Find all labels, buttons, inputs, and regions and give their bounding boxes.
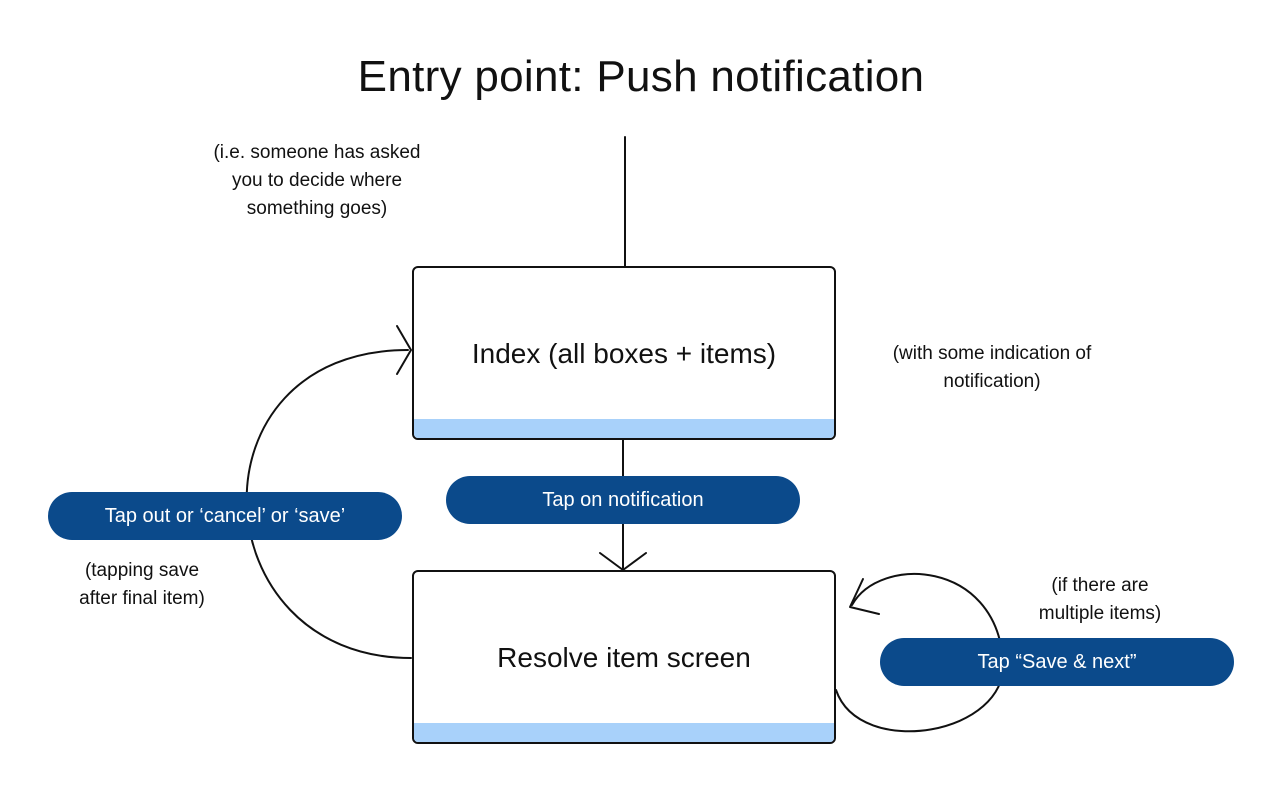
- entry-note-line: (i.e. someone has asked: [213, 142, 421, 163]
- entry-note: (i.e. someone has asked you to decide wh…: [177, 139, 457, 223]
- multiple-items-note-line: (if there are: [1051, 575, 1149, 596]
- index-box: Index (all boxes + items): [412, 266, 836, 440]
- loop-back-arrowhead: [396, 325, 412, 375]
- tapping-save-note-line: after final item): [79, 588, 205, 609]
- resolve-box: Resolve item screen: [412, 570, 836, 744]
- tap-out-action: Tap out or ‘cancel’ or ‘save’: [48, 492, 402, 540]
- save-next-action: Tap “Save & next”: [880, 638, 1234, 686]
- tap-notification-action: Tap on notification: [446, 476, 800, 524]
- index-box-label: Index (all boxes + items): [471, 338, 777, 369]
- index-box-strip: [414, 419, 834, 438]
- index-note: (with some indication of notification): [852, 340, 1132, 396]
- index-note-line: (with some indication of: [892, 343, 1092, 364]
- multiple-items-note: (if there are multiple items): [1000, 572, 1200, 628]
- tapping-save-note-line: (tapping save: [84, 560, 200, 581]
- entry-note-line: something goes): [246, 198, 388, 219]
- tapping-save-note: (tapping save after final item): [32, 557, 252, 613]
- self-loop-arrowhead: [849, 578, 880, 615]
- multiple-items-note-line: multiple items): [1038, 603, 1162, 624]
- index-note-line: notification): [943, 371, 1041, 392]
- resolve-box-label: Resolve item screen: [497, 642, 751, 673]
- page-title: Entry point: Push notification: [357, 52, 925, 101]
- resolve-box-strip: [414, 723, 834, 742]
- entry-note-line: you to decide where: [231, 170, 403, 191]
